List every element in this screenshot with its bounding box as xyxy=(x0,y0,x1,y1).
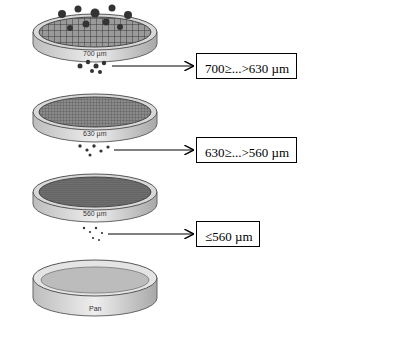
fraction-arrow xyxy=(108,66,193,234)
size-range-text: 700≥...>630 µm xyxy=(205,61,289,77)
sieve-label: Pan xyxy=(89,305,101,312)
fraction-box: ≤560 µm xyxy=(196,221,260,247)
size-range-text: 630≥...>560 µm xyxy=(205,145,289,161)
particles xyxy=(58,5,132,242)
sieve-label: 630 µm xyxy=(83,130,107,137)
size-range-text: ≤560 µm xyxy=(205,229,253,245)
sieve xyxy=(33,174,157,222)
fraction-box: 630≥...>560 µm xyxy=(196,137,297,163)
sieve-label: 700 µm xyxy=(83,50,107,57)
sieve xyxy=(33,14,157,62)
pan xyxy=(33,260,157,316)
sieve-label: 560 µm xyxy=(83,210,107,217)
sieve xyxy=(33,94,157,142)
fraction-box: 700≥...>630 µm xyxy=(196,53,297,79)
